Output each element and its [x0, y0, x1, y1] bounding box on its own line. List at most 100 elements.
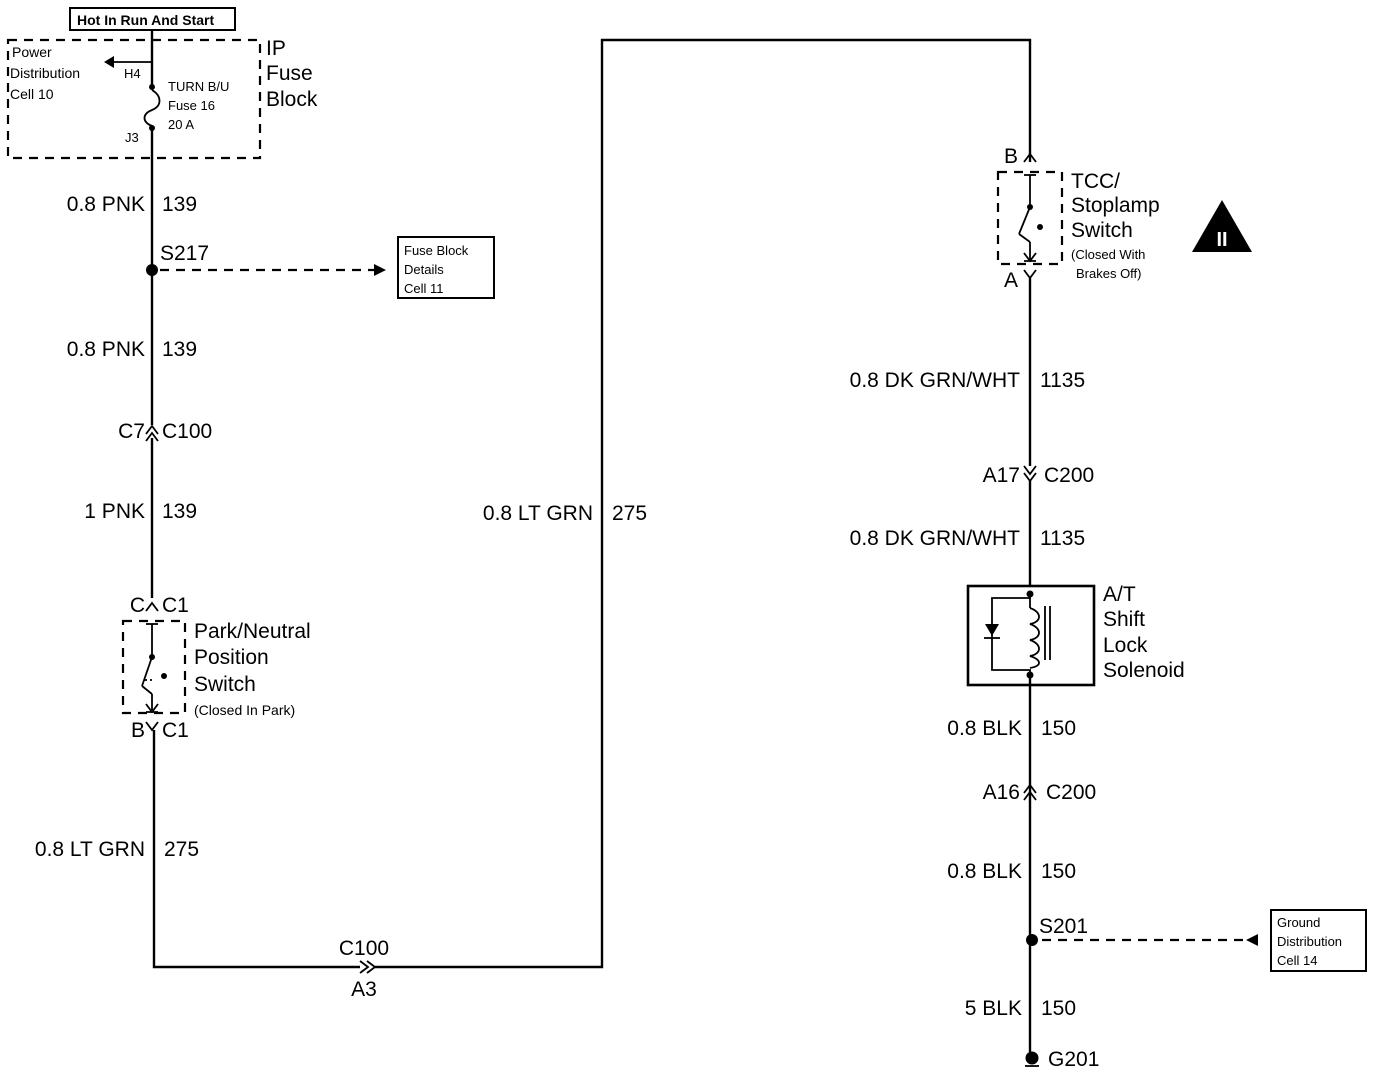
connector-c100-a3-icon — [359, 960, 377, 974]
pin-h4: H4 — [124, 66, 141, 81]
shift-lock-solenoid-box — [966, 584, 1096, 687]
splice-s201-dot — [1026, 934, 1038, 946]
power-dist-ref-line3: Cell 10 — [10, 86, 54, 102]
s201-ref-arrow-icon — [1246, 934, 1258, 946]
fuse-icon — [143, 89, 161, 127]
bottom-connector-id: C100 — [339, 937, 389, 960]
wire1-color-label: 0.8 PNK — [67, 193, 145, 216]
solenoid-coil-icon — [1029, 607, 1040, 669]
caution-triangle-icon — [1192, 200, 1252, 252]
tcc-note-line2: Brakes Off) — [1076, 266, 1142, 281]
pn-switch-top-pin: C — [130, 594, 145, 617]
bottom-connector-pin: A3 — [351, 978, 377, 1001]
right-wire3-circuit-number: 150 — [1041, 717, 1076, 740]
pn-switch-top-connector: C1 — [162, 594, 189, 617]
tcc-switch-blade — [1018, 206, 1031, 235]
tcc-switch-bottom-terminal — [1023, 252, 1037, 263]
tcc-name-line3: Switch — [1071, 219, 1133, 242]
hot-label: Hot In Run And Start — [77, 12, 214, 28]
tcc-bottom-pin: A — [1004, 269, 1018, 292]
pn-switch-blade — [141, 656, 153, 687]
connector-c200-a16-icon — [1023, 783, 1037, 801]
wire2-circuit-number: 139 — [162, 338, 197, 361]
pn-switch-name-line3: Switch — [194, 673, 256, 696]
pn-switch-outline — [121, 619, 187, 715]
solenoid-diode-icon — [985, 624, 999, 636]
s217-ref-arrow-icon — [374, 264, 386, 276]
pn-switch-bottom-connector-icon — [145, 721, 159, 732]
pn-switch-name-line1: Park/Neutral — [194, 620, 311, 643]
connector-c200-a17-icon — [1023, 465, 1037, 483]
ground-distribution-ref-box — [1270, 909, 1367, 972]
pn-switch-bottom-link — [141, 685, 153, 695]
solenoid-name-line2: Shift — [1103, 608, 1145, 631]
middle-wire-color-label: 0.8 LT GRN — [483, 502, 593, 525]
wire3-color-label: 1 PNK — [84, 500, 145, 523]
solenoid-name-line3: Lock — [1103, 634, 1148, 657]
pn-switch-bottom-pin: B — [131, 719, 145, 742]
wire2-color-label: 0.8 PNK — [67, 338, 145, 361]
power-dist-ref-line2: Distribution — [10, 65, 80, 81]
tcc-switch-contact — [1037, 224, 1043, 230]
fuse-number: Fuse 16 — [168, 98, 215, 113]
tcc-top-connector-icon — [1023, 152, 1037, 163]
tcc-switch-bottom-link — [1018, 233, 1031, 243]
splice-s217-label: S217 — [160, 242, 209, 265]
pn-switch-top-connector-icon — [145, 601, 159, 612]
pn-switch-name-line2: Position — [194, 646, 269, 669]
splice-s217-dot — [146, 264, 158, 276]
caution-symbol-text: II — [1216, 229, 1227, 251]
right-wire4-color-label: 0.8 BLK — [947, 860, 1022, 883]
ip-fuse-block-outline — [6, 38, 262, 160]
right-wire1-circuit-number: 1135 — [1040, 369, 1085, 392]
fuse-top-node — [149, 84, 155, 90]
tcc-top-pin: B — [1004, 145, 1018, 168]
ground-distribution-line1: Ground — [1277, 915, 1320, 930]
connector-a16-pin: A16 — [983, 781, 1020, 804]
right-wire1-color-label: 0.8 DK GRN/WHT — [850, 369, 1021, 392]
pn-switch-note: (Closed In Park) — [194, 702, 295, 718]
power-dist-arrow-icon — [104, 56, 114, 68]
fuse-block-details-line1: Fuse Block — [404, 243, 469, 258]
fuse-block-details-ref-box — [397, 236, 495, 299]
wire-lt-grn-275-middle — [375, 38, 1032, 969]
fuse-name: TURN B/U — [168, 79, 229, 94]
wire4-circuit-number: 275 — [164, 838, 199, 861]
ground-g201-icon — [1025, 1051, 1039, 1065]
fuse-block-details-line3: Cell 11 — [404, 281, 444, 296]
wire-lt-grn-275-left — [152, 730, 360, 969]
ip-fuse-block-title-line3: Block — [266, 88, 318, 111]
right-wire5-color-label: 5 BLK — [965, 997, 1022, 1020]
right-wire2-circuit-number: 1135 — [1040, 527, 1085, 550]
splice-s201-label: S201 — [1039, 915, 1088, 938]
connector-c100-c7-icon — [145, 424, 159, 442]
connector-a17-id: C200 — [1044, 464, 1094, 487]
fuse-rating: 20 A — [168, 117, 194, 132]
connector-c100-id: C100 — [162, 420, 212, 443]
tcc-name-line2: Stoplamp — [1071, 194, 1160, 217]
ground-distribution-line2: Distribution — [1277, 934, 1342, 949]
pn-switch-contact — [161, 673, 167, 679]
solenoid-name-line1: A/T — [1103, 583, 1136, 606]
connector-c100-pin: C7 — [118, 420, 145, 443]
wire3-circuit-number: 139 — [162, 500, 197, 523]
middle-wire-circuit-number: 275 — [612, 502, 647, 525]
connector-a16-id: C200 — [1046, 781, 1096, 804]
connector-a17-pin: A17 — [983, 464, 1020, 487]
tcc-note-line1: (Closed With — [1071, 247, 1145, 262]
fuse-block-details-line2: Details — [404, 262, 444, 277]
pin-j3: J3 — [125, 130, 139, 145]
pn-switch-bottom-connector: C1 — [162, 719, 189, 742]
right-wire5-circuit-number: 150 — [1041, 997, 1076, 1020]
tcc-name-line1: TCC/ — [1071, 170, 1120, 193]
ip-fuse-block-title-line1: IP — [266, 37, 286, 60]
ground-g201-label: G201 — [1048, 1048, 1099, 1071]
power-dist-ref-line1: Power — [12, 44, 52, 60]
tcc-bottom-connector-icon — [1023, 269, 1037, 280]
ip-fuse-block-title-line2: Fuse — [266, 62, 313, 85]
pn-switch-bottom-terminal — [145, 703, 159, 714]
wire1-circuit-number: 139 — [162, 193, 197, 216]
right-wire4-circuit-number: 150 — [1041, 860, 1076, 883]
right-wire3-color-label: 0.8 BLK — [947, 717, 1022, 740]
